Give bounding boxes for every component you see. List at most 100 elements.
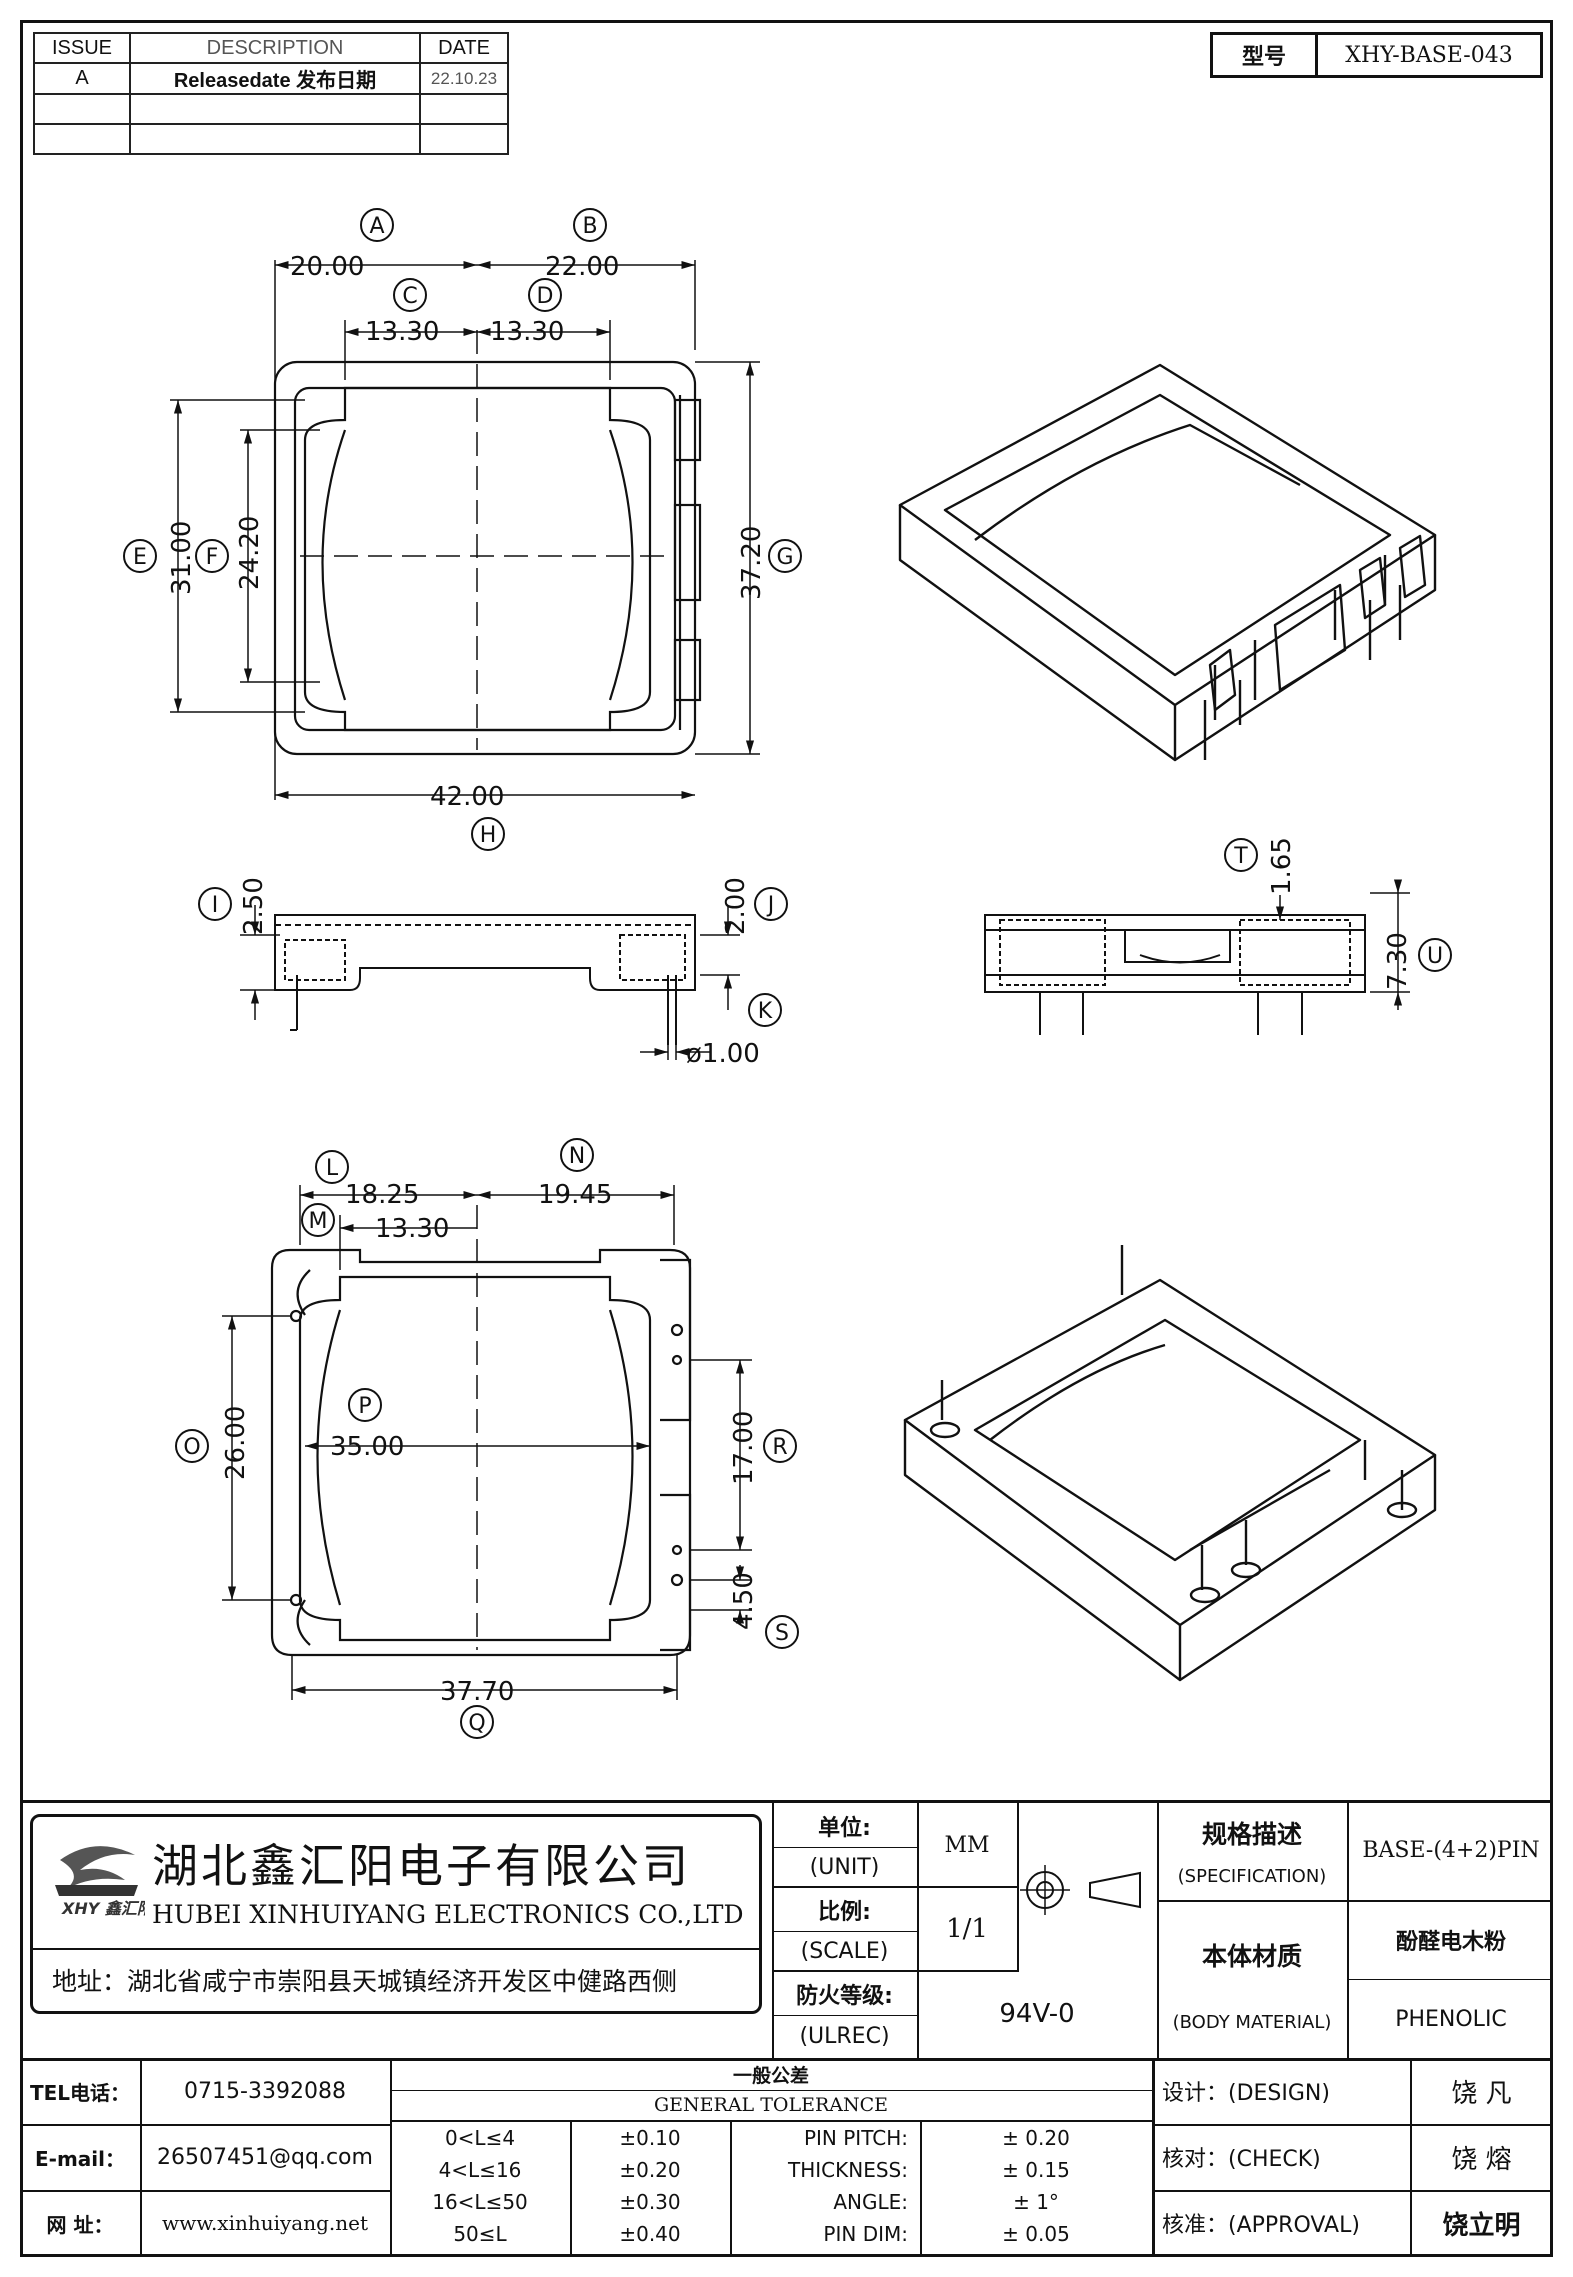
vline	[390, 2058, 392, 2257]
tolerance-title-en: GENERAL TOLERANCE	[653, 2094, 889, 2116]
label-P: P	[358, 1394, 371, 1419]
vline	[140, 2058, 142, 2257]
email-value[interactable]: 26507451@qq.com	[157, 2144, 373, 2170]
side-view-dim-text: 1.65 7.30	[1267, 837, 1413, 990]
vline	[730, 2120, 732, 2257]
tol-item-value: ± 1°	[1013, 2190, 1059, 2214]
dim-O: 26.00	[221, 1406, 251, 1480]
label-D: D	[537, 284, 554, 309]
label-F: F	[206, 545, 219, 570]
dim-N: 19.45	[538, 1180, 612, 1210]
label-S: S	[775, 1621, 789, 1646]
label-N: N	[569, 1144, 585, 1169]
tol-value: ±0.20	[619, 2158, 681, 2182]
tol-item: PIN PITCH:	[803, 2126, 908, 2150]
check-name: 饶 熔	[1451, 2144, 1512, 2175]
vline	[1410, 2058, 1412, 2257]
hline	[1152, 2190, 1553, 2192]
tol-item-value: ± 0.05	[1002, 2222, 1070, 2246]
check-label: 核对：(CHECK)	[1162, 2147, 1321, 2172]
dim-R: 17.00	[729, 1411, 759, 1485]
hline	[390, 2120, 1152, 2122]
hline	[1157, 1900, 1553, 1902]
side-view-dimensions	[1275, 879, 1410, 1010]
top-view-dim-text: 20.00 22.00 13.30 13.30 42.00 31.00 24.2…	[167, 252, 767, 812]
web-value[interactable]: www.xinhuiyang.net	[161, 2211, 369, 2235]
dim-D: 13.30	[490, 317, 564, 347]
tol-item-value: ± 0.20	[1002, 2126, 1070, 2150]
bottom-view-dim-text: 18.25 19.45 13.30 35.00 37.70 26.00 17.0…	[221, 1180, 759, 1707]
logo-text: XHY 鑫汇阳	[61, 1899, 145, 1918]
hline	[20, 2190, 390, 2192]
tol-item: PIN DIM:	[823, 2222, 908, 2246]
dim-H: 42.00	[430, 782, 504, 812]
revision-table: ISSUE DESCRIPTION DATE A Releasedate 发布日…	[33, 32, 509, 155]
unit-label: 单位:	[772, 1804, 917, 1848]
fire-en: (ULREC)	[799, 2023, 890, 2049]
tol-value: ±0.10	[619, 2126, 681, 2150]
model-value: XHY-BASE-043	[1315, 32, 1543, 78]
isometric-bottom-view	[903, 1245, 1437, 1682]
material-label: 本体材质	[1201, 1942, 1302, 1971]
top-view	[273, 360, 702, 756]
rev-description: Releasedate 发布日期	[129, 62, 421, 95]
design-label: 设计：(DESIGN)	[1162, 2081, 1330, 2106]
unit-en: (UNIT)	[772, 1848, 917, 1888]
dim-Q: 37.70	[440, 1677, 514, 1707]
fire-value: 94V-0	[999, 1999, 1075, 2029]
rev-empty	[33, 123, 131, 155]
company-box	[30, 1814, 762, 2014]
tolerance-title-cn: 一般公差	[732, 2064, 809, 2087]
front-view	[274, 914, 696, 1045]
rev-header-date: DATE	[419, 32, 509, 64]
tol-item-value: ± 0.15	[1002, 2158, 1070, 2182]
bottom-view-dimensions	[222, 1185, 752, 1700]
label-J: J	[766, 893, 775, 918]
label-Q: Q	[468, 1711, 485, 1736]
label-E: E	[133, 545, 147, 570]
dim-T: 1.65	[1267, 837, 1297, 895]
company-divider	[30, 1948, 762, 1950]
model-label: 型号	[1210, 32, 1318, 78]
vline	[920, 2120, 922, 2257]
rev-header-issue: ISSUE	[33, 32, 131, 64]
top-view-dimensions	[170, 260, 760, 800]
material-value: PHENOLIC	[1347, 1980, 1553, 2058]
engineering-drawing: 20.00 22.00 13.30 13.30 42.00 31.00 24.2…	[123, 208, 1452, 1739]
material-label-en: (BODY MATERIAL)	[1172, 2011, 1332, 2033]
label-L: L	[326, 1156, 339, 1181]
label-M: M	[309, 1209, 328, 1234]
scale-value: 1/1	[917, 1888, 1017, 1972]
dim-K: ø1.00	[686, 1039, 760, 1069]
email-label: E-mail：	[34, 2146, 125, 2171]
tel-value: 0715-3392088	[184, 2078, 346, 2104]
dim-I: 2.50	[239, 877, 269, 935]
projection-symbol-icon	[1020, 1865, 1141, 1915]
tol-range: 0<L≤4	[444, 2126, 516, 2150]
dim-L: 18.25	[345, 1180, 419, 1210]
spec-label: 规格描述	[1201, 1820, 1302, 1849]
dim-G: 37.20	[737, 526, 767, 600]
dim-U: 7.30	[1383, 932, 1413, 990]
label-circles	[123, 208, 1452, 1739]
label-K: K	[758, 999, 773, 1024]
hline	[1152, 2124, 1553, 2126]
company-name-en: HUBEI XINHUIYANG ELECTRONICS CO.,LTD	[152, 1900, 744, 1929]
rev-empty	[419, 93, 509, 125]
model-box: 型号 XHY-BASE-043	[1210, 32, 1543, 78]
label-B: B	[582, 214, 597, 239]
rev-empty	[419, 123, 509, 155]
rev-header-description: DESCRIPTION	[129, 32, 421, 64]
label-A: A	[369, 214, 384, 239]
tol-value: ±0.30	[619, 2190, 681, 2214]
label-C: C	[402, 284, 417, 309]
design-name: 饶 凡	[1451, 2078, 1512, 2109]
spec-label-en: (SPECIFICATION)	[1177, 1865, 1327, 1887]
isometric-top-view	[898, 363, 1437, 762]
dim-E: 31.00	[167, 521, 197, 595]
vline	[1017, 1800, 1019, 1972]
vline	[772, 1800, 774, 2058]
approval-name: 饶立明	[1442, 2210, 1521, 2241]
web-label: 网 址：	[46, 2212, 114, 2237]
tol-range: 50≤L	[453, 2222, 507, 2246]
